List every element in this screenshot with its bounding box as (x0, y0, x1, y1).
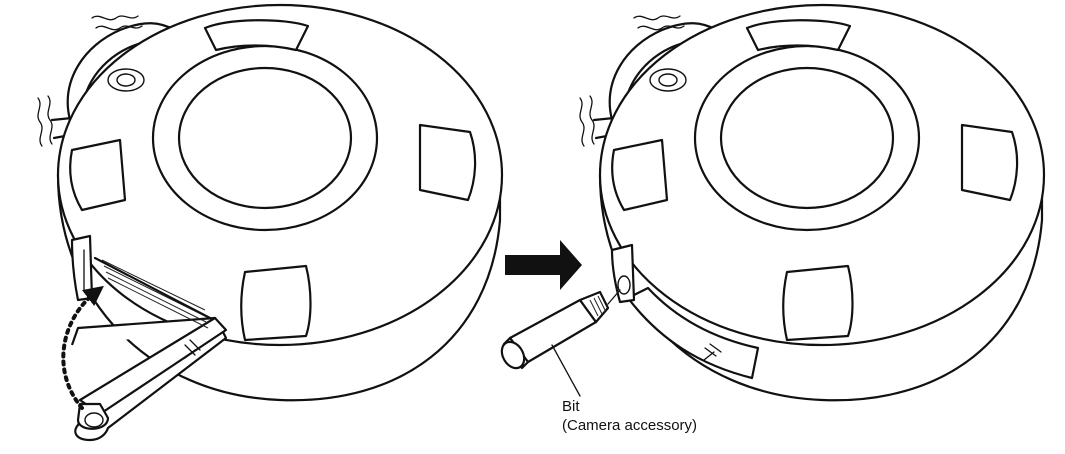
bit-callout-line2: (Camera accessory) (562, 417, 698, 434)
camera-left-open-cover (70, 234, 228, 442)
bit-callout-leader (551, 344, 581, 397)
camera-left (37, 3, 504, 442)
bit-callout-label: Bit (Camera accessory) (562, 397, 697, 435)
camera-left-lens (177, 66, 353, 210)
camera-right-pad-left (611, 138, 669, 212)
camera-right-pad-right (960, 123, 1019, 202)
camera-right-pad-top (745, 19, 852, 52)
camera-left-pad-bottom (240, 264, 312, 342)
camera-right-tilt-marker (649, 68, 687, 92)
camera-left-pad-left (69, 138, 127, 212)
camera-right-screw-hole (610, 243, 636, 304)
camera-right-lens (719, 66, 895, 210)
camera-right-pad-bottom (782, 264, 854, 342)
camera-right (500, 3, 1046, 402)
cover-open-motion-arrow (61, 285, 104, 410)
camera-right-cover-marking (703, 343, 722, 361)
bit-tool (500, 289, 621, 370)
camera-right-closed-cover (626, 286, 760, 380)
step-arrow-right (505, 240, 582, 290)
camera-left-tilt-marker (107, 68, 145, 92)
camera-left-pad-right (418, 123, 477, 202)
bit-callout-line1: Bit (562, 398, 580, 415)
camera-left-pad-top (203, 19, 310, 52)
